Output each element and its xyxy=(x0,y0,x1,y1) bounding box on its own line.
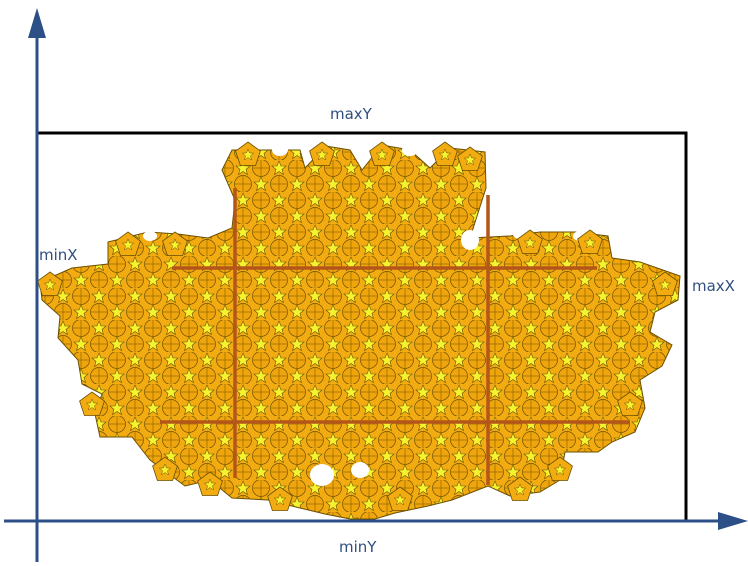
tiling-edge-notch xyxy=(402,144,418,156)
tiling-edge-notch xyxy=(143,231,157,241)
label-max-x: maxX xyxy=(692,277,735,295)
tiling-edge-notch xyxy=(461,230,479,250)
penrose-tiling-region xyxy=(38,142,680,519)
tiling-edge-notch xyxy=(351,462,369,478)
y-axis-arrowhead-icon xyxy=(28,8,46,38)
tiling-edge-notch xyxy=(272,144,288,156)
label-min-y: minY xyxy=(339,538,377,556)
label-min-x: minX xyxy=(39,246,78,264)
label-max-y: maxY xyxy=(330,105,373,123)
tiling-edge-notch xyxy=(310,464,334,486)
x-axis-arrowhead-icon xyxy=(718,512,748,530)
